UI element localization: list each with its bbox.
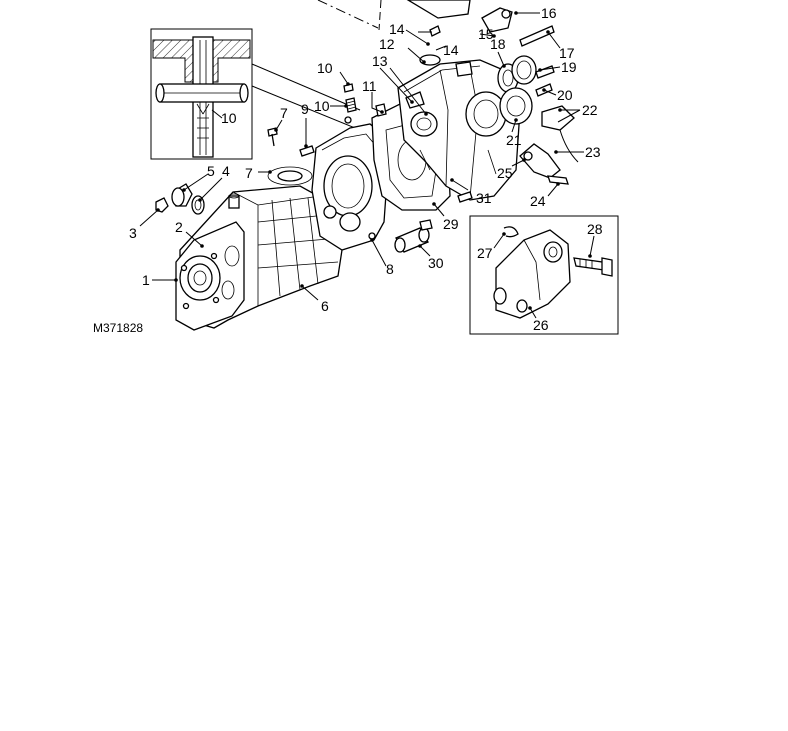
seal-rings [497,55,555,97]
callout-10c: 10 [221,110,237,126]
section-detail-inset [150,28,361,160]
callout-14a: 14 [389,21,405,37]
callout-2: 2 [175,219,183,235]
callout-20: 20 [557,87,573,103]
callout-4: 4 [222,163,230,179]
callout-19: 19 [561,59,577,75]
callout-23: 23 [585,144,601,160]
callout-1: 1 [142,272,150,288]
callout-10a: 10 [317,60,333,76]
callout-21: 21 [506,132,522,148]
callout-14b: 14 [443,42,459,58]
callout-29: 29 [443,216,459,232]
drain-plug-parts [155,183,205,215]
centre-line [317,0,382,31]
callout-15: 15 [478,26,494,42]
callout-labels: 1 2 3 4 5 6 7 7 8 9 10 10 10 11 12 13 14… [129,5,603,333]
callout-12: 12 [379,36,395,52]
callout-7a: 7 [280,105,288,121]
callout-5: 5 [207,163,215,179]
callout-16: 16 [541,5,557,21]
callout-27: 27 [477,245,493,261]
callout-10b: 10 [314,98,330,114]
callout-28: 28 [587,221,603,237]
callout-6: 6 [321,298,329,314]
output-flange [499,87,579,185]
top-cover [406,0,555,47]
callout-13: 13 [372,53,388,69]
callout-11: 11 [362,78,377,94]
callout-30: 30 [428,255,444,271]
figure-reference: M371828 [93,321,143,335]
front-cover-plate [175,221,245,331]
callout-3: 3 [129,225,137,241]
callout-7b: 7 [245,165,253,181]
callout-18: 18 [490,36,506,52]
callout-24: 24 [530,193,546,209]
callout-17: 17 [559,45,575,61]
callout-25: 25 [497,165,513,181]
callout-26: 26 [533,317,549,333]
callout-22: 22 [582,102,598,118]
transfer-housing [397,54,521,201]
leader-lines [139,11,595,319]
callout-8: 8 [386,261,394,277]
callout-31: 31 [476,190,492,206]
intermediate-plate [299,123,389,251]
filter-cylinder [394,219,433,253]
bracket-detail-inset [469,215,619,335]
callout-9: 9 [301,101,309,117]
